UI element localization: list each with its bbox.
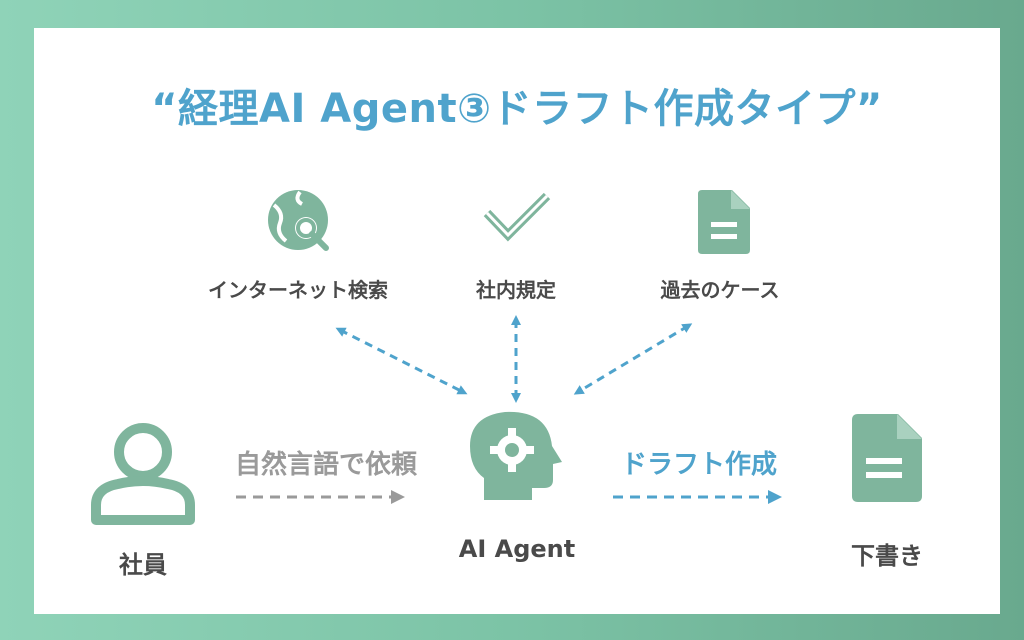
diagram-title: “経理AI Agent③ドラフト作成タイプ”: [151, 86, 883, 132]
source-past-cases-label: 過去のケース: [660, 278, 780, 302]
request-label: 自然言語で依頼: [234, 450, 417, 480]
checkmark-icon: [483, 192, 551, 242]
person-icon: [91, 423, 195, 525]
draft-document-label: 下書き: [851, 542, 923, 570]
source-rules-label: 社内規定: [476, 278, 556, 302]
arrow-past-agent: [573, 323, 693, 395]
source-internet-label: インターネット検索: [208, 278, 388, 302]
ai-agent-label: AI Agent: [458, 535, 576, 563]
ai-head-gear-icon: [470, 411, 562, 500]
draft-creation-label: ドラフト作成: [620, 450, 777, 480]
document-icon: [698, 190, 750, 254]
arrow-internet-agent: [335, 327, 468, 395]
employee-label: 社員: [119, 551, 167, 579]
draft-document-icon: [852, 414, 922, 502]
globe-search-icon: [268, 190, 329, 251]
